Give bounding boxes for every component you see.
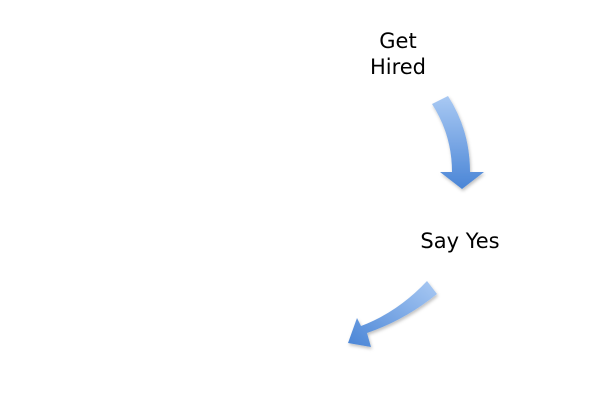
step-say-yes: Say Yes bbox=[420, 229, 500, 253]
arrow-down-icon bbox=[432, 96, 484, 189]
step-get-hired-line1: Get bbox=[379, 29, 417, 53]
arrow-down-left-icon bbox=[348, 281, 437, 347]
step-get-hired: Get Hired bbox=[362, 28, 434, 80]
step-get-hired-line2: Hired bbox=[369, 55, 427, 79]
